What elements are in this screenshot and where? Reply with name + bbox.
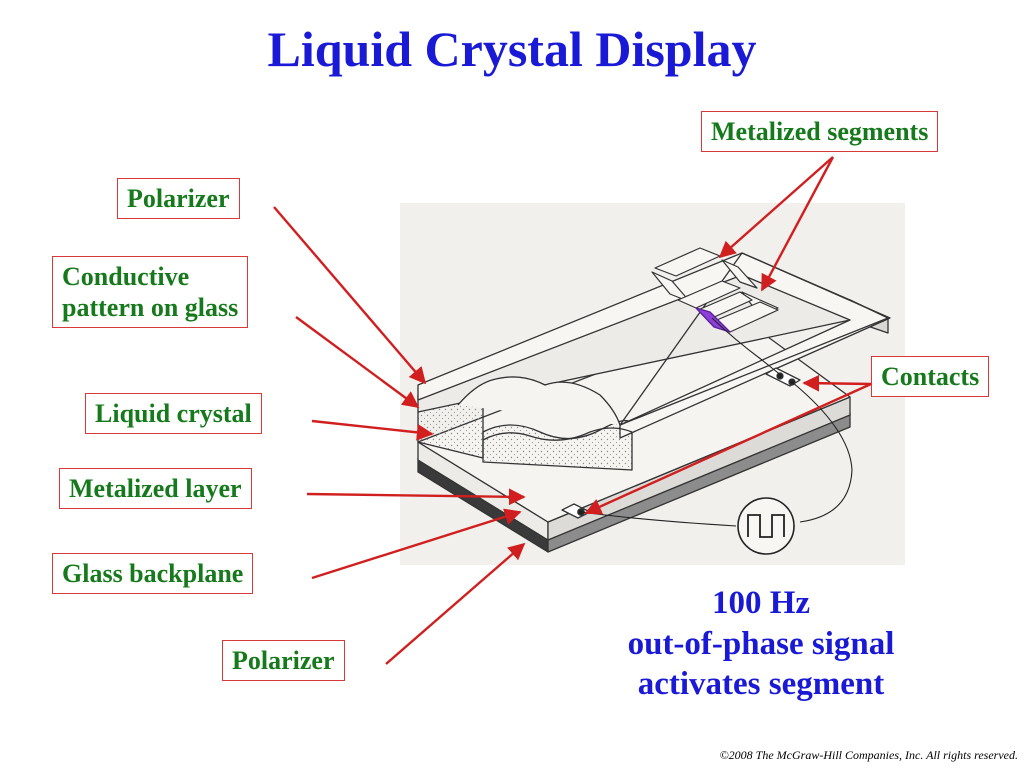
arrow-metalized-segments-a	[718, 156, 834, 259]
label-contacts: Contacts	[871, 356, 990, 398]
caption-activates: activates segment	[637, 666, 885, 703]
active-segment	[695, 307, 731, 333]
callout-arrows	[273, 156, 872, 665]
square-wave-source	[737, 497, 795, 555]
label-metalized-layer: Metalized layer	[59, 468, 252, 510]
arrow-contacts-top	[802, 374, 872, 392]
caption-signal: out-of-phase signal	[627, 625, 895, 662]
arrow-conductive-pattern	[295, 316, 420, 408]
label-metalized-segments: Metalized segments	[701, 111, 939, 153]
caption-frequency: 100 Hz	[711, 585, 811, 621]
label-polarizer-top: Polarizer	[117, 178, 240, 220]
arrow-polarizer-bottom	[385, 542, 526, 665]
arrow-metalized-segments-b	[760, 156, 835, 292]
label-conductive-line2: pattern on glass	[62, 293, 239, 323]
page-title: Liquid Crystal Display	[267, 21, 757, 77]
label-liquid-crystal: Liquid crystal	[85, 393, 262, 435]
label-conductive-line1: Conductive	[62, 262, 190, 291]
arrow-metalized-layer	[306, 488, 526, 506]
signal-caption: 100 Hz out-of-phase signal activates seg…	[575, 583, 947, 705]
label-conductive-pattern: Conductive pattern on glass	[52, 256, 249, 329]
arrow-glass-backplane	[311, 508, 522, 580]
copyright-notice: ©2008 The McGraw-Hill Companies, Inc. Al…	[719, 748, 1018, 762]
arrow-liquid-crystal	[311, 419, 434, 441]
lcd-stack-illustration	[417, 247, 891, 553]
label-glass-backplane: Glass backplane	[52, 553, 254, 595]
arrow-contacts-bottom	[584, 382, 872, 515]
label-polarizer-bottom: Polarizer	[222, 640, 345, 682]
seven-segment-digit	[651, 247, 779, 333]
arrow-polarizer-top	[273, 206, 427, 385]
